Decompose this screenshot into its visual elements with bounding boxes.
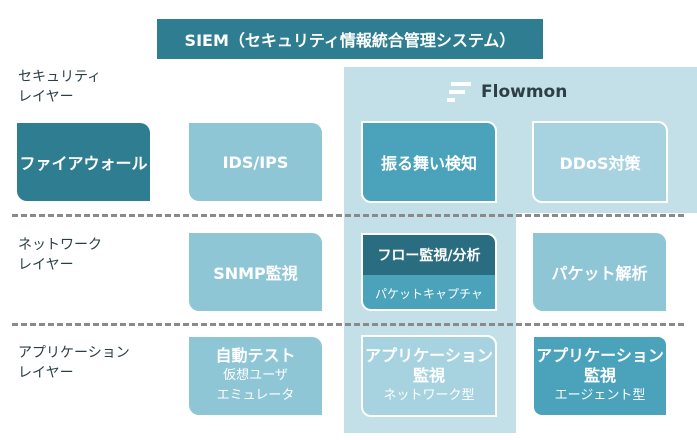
- box-snmp: SNMP監視: [189, 233, 322, 311]
- box-ids-ips: IDS/IPS: [189, 123, 322, 201]
- box-behavior-detection-label: 振る舞い検知: [380, 154, 477, 173]
- box-ddos-label: DDoS対策: [559, 154, 641, 173]
- box-behavior-detection: 振る舞い検知: [361, 121, 497, 203]
- box-auto-test-title: 自動テスト: [215, 346, 296, 365]
- layer-label-application: アプリケーション レイヤー: [18, 345, 130, 381]
- layer-label-security: セキュリティ レイヤー: [18, 69, 102, 105]
- layer-separator: [12, 214, 684, 217]
- flowmon-logo-icon: [447, 82, 471, 102]
- box-ids-ips-label: IDS/IPS: [222, 152, 289, 172]
- box-app-monitor-agent: アプリケーション 監視 エージェント型: [532, 335, 668, 417]
- box-firewall-label: ファイアウォール: [19, 154, 148, 173]
- box-auto-test-sub2: エミュレータ: [216, 388, 295, 403]
- box-auto-test-sub1: 仮想ユーザ: [223, 368, 288, 383]
- layer-label-network: ネットワーク レイヤー: [18, 237, 102, 273]
- flowmon-logo: Flowmon: [447, 78, 587, 106]
- box-app-monitor-agent-sub: エージェント型: [554, 388, 646, 403]
- box-packet-capture-label: パケットキャプチャ: [375, 286, 483, 301]
- box-firewall: ファイアウォール: [17, 123, 150, 201]
- box-snmp-label: SNMP監視: [213, 264, 298, 283]
- flowmon-logo-text: Flowmon: [481, 82, 568, 102]
- box-packet-analysis: パケット解析: [533, 233, 666, 311]
- box-packet-analysis-label: パケット解析: [551, 264, 648, 283]
- box-flow-monitor: フロー監視/分析 パケットキャプチャ: [361, 233, 497, 311]
- box-app-monitor-agent-title2: 監視: [583, 366, 616, 385]
- box-auto-test: 自動テスト 仮想ユーザ エミュレータ: [189, 337, 322, 415]
- siem-header: SIEM（セキュリティ情報統合管理システム）: [157, 19, 543, 59]
- box-app-monitor-agent-title1: アプリケーション: [536, 346, 664, 365]
- box-flow-monitor-label: フロー監視/分析: [363, 235, 495, 275]
- box-app-monitor-network-sub: ネットワーク型: [383, 388, 475, 403]
- box-ddos: DDoS対策: [532, 121, 668, 203]
- box-app-monitor-network: アプリケーション 監視 ネットワーク型: [361, 335, 497, 417]
- layer-separator: [12, 323, 684, 326]
- box-app-monitor-network-title2: 監視: [412, 366, 445, 385]
- box-app-monitor-network-title1: アプリケーション: [365, 346, 493, 365]
